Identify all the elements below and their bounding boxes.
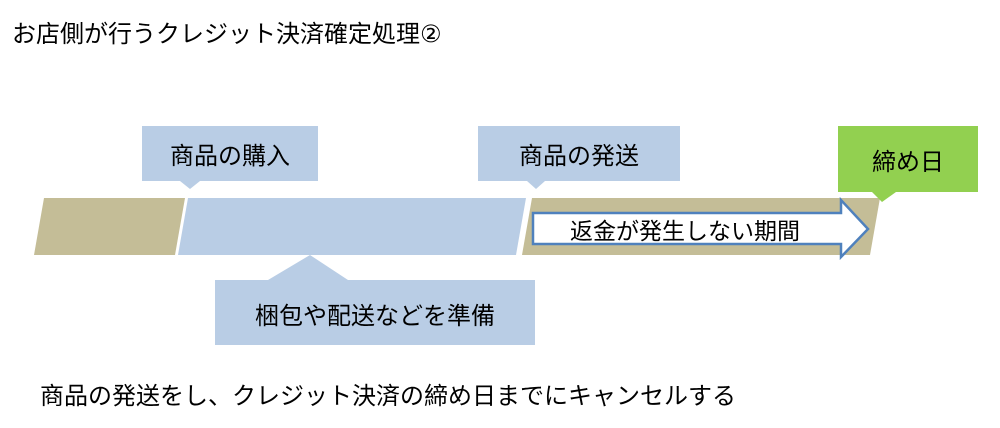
timeline-segment-preparation: [178, 198, 526, 255]
arrow-label: 返金が発生しない期間: [570, 218, 800, 245]
timeline-segment-before: [34, 198, 185, 255]
callout-deadline-label: 締め日: [872, 147, 944, 176]
caption: 商品の発送をし、クレジット決済の締め日までにキャンセルする: [40, 382, 736, 410]
callout-shipping-box: [478, 126, 680, 189]
callout-purchase-label: 商品の購入: [170, 142, 290, 170]
callout-purchase-box: [142, 126, 318, 189]
diagram-title: お店側が行うクレジット決済確定処理②: [12, 20, 442, 48]
callout-shipping-label: 商品の発送: [519, 142, 639, 170]
no-refund-arrow: [531, 196, 870, 261]
callout-prepare-label: 梱包や配送などを準備: [255, 302, 495, 330]
callout-prepare-box: [215, 255, 535, 345]
callout-deadline-box: [838, 126, 978, 202]
